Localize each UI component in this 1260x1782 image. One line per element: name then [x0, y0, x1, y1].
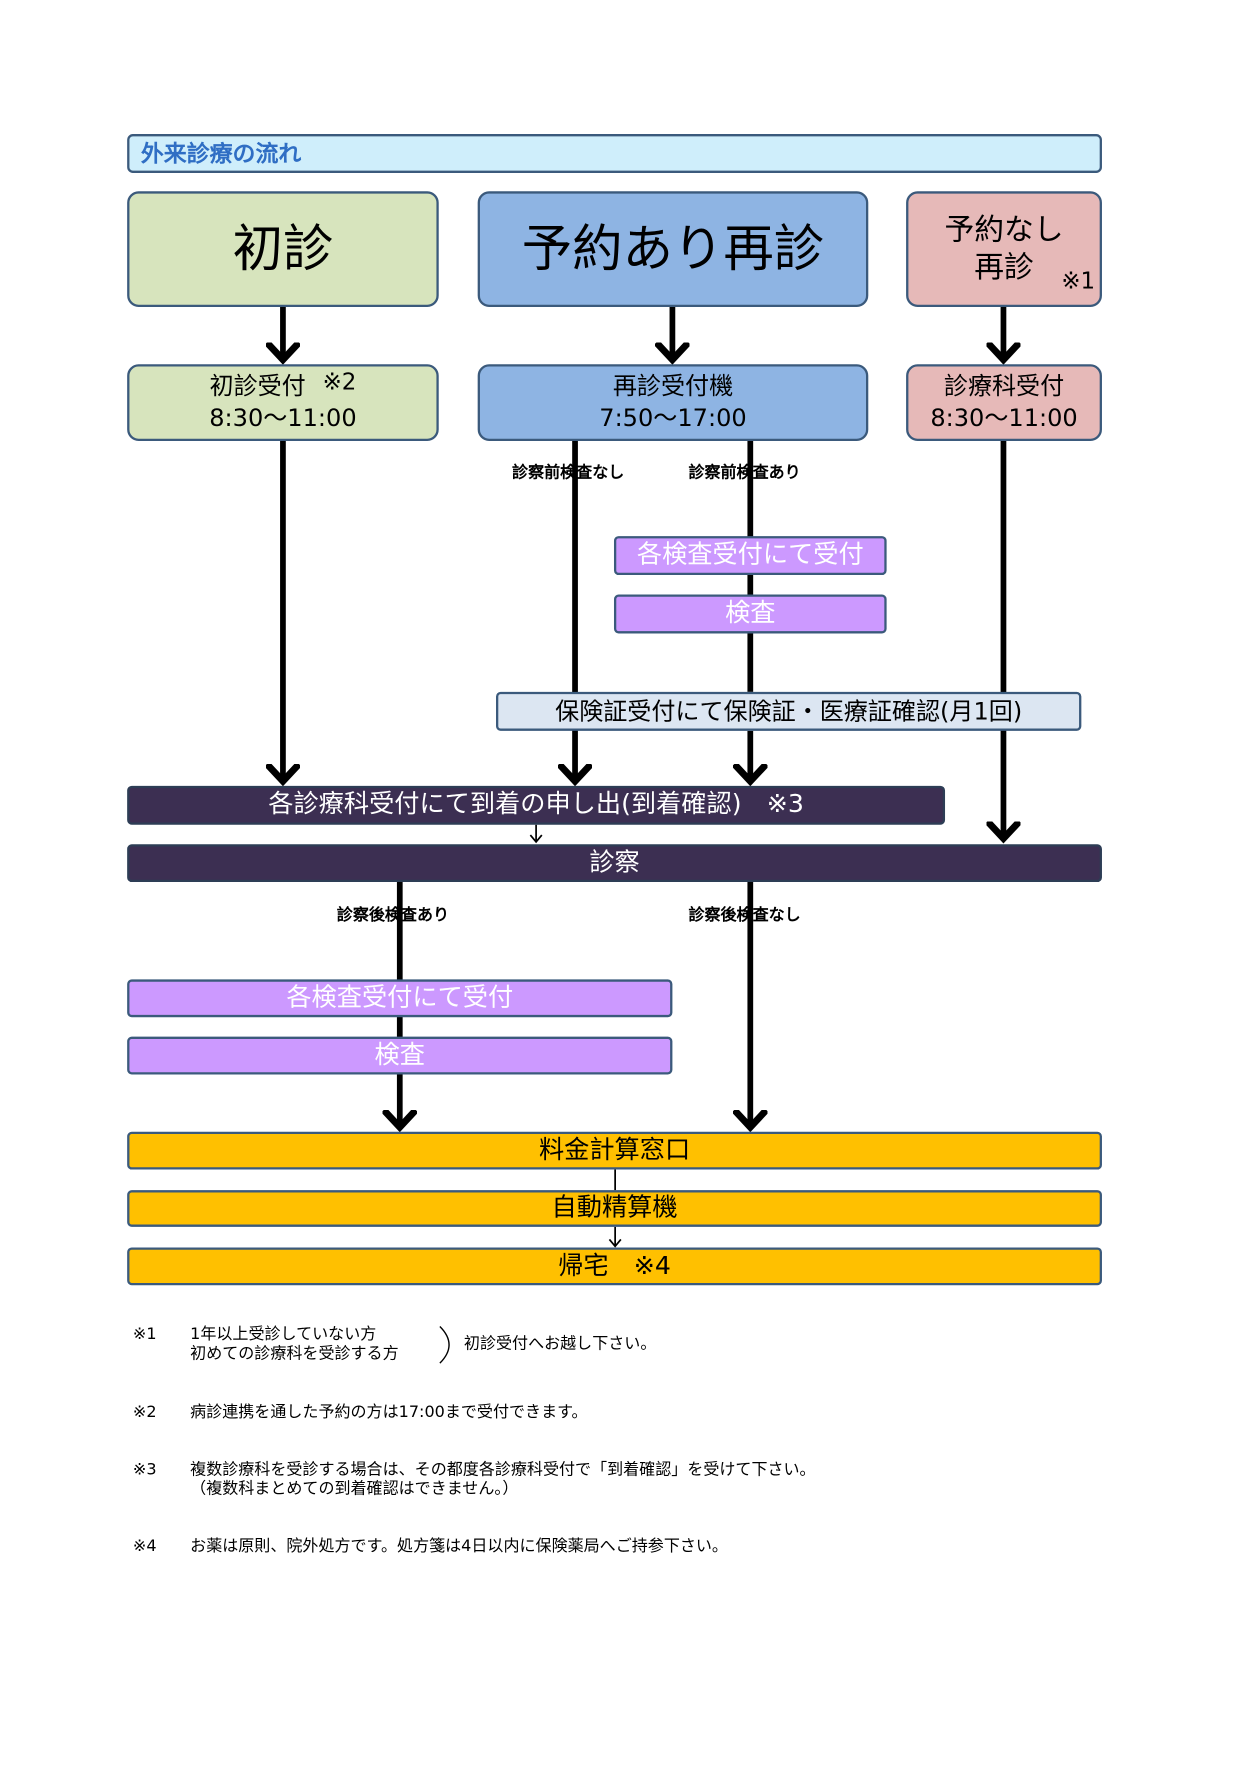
note-1-marker: ※1: [1061, 266, 1096, 295]
department-reception-label: 診療科受付: [943, 372, 1065, 401]
footnote-3-text: 複数診療科を受診する場合は、その都度各診療科受付で「到着確認」を受けて下さい。 …: [190, 1461, 815, 1499]
return-reception-machine-label: 再診受付機: [612, 372, 734, 401]
page-title: 外来診療の流れ: [127, 134, 1102, 173]
footnote-1-mark: ※1: [132, 1325, 157, 1344]
return-reception-machine-hours: 7:50〜17:00: [599, 403, 747, 432]
pre-test-reception-box: 各検査受付にて受付: [613, 536, 887, 576]
footnote-4-mark: ※4: [132, 1537, 157, 1556]
first-visit-reception-label-row: 初診受付 ※2: [209, 367, 357, 402]
footnote-3-line-1: 複数診療科を受診する場合は、その都度各診療科受付で「到着確認」を受けて下さい。: [190, 1460, 816, 1479]
footnote-3-mark: ※3: [132, 1460, 157, 1479]
department-reception-hours: 8:30〜11:00: [930, 403, 1078, 432]
footnote-1-brace: [439, 1326, 450, 1364]
return-unreserved-line1: 予約なし: [944, 213, 1064, 248]
return-reserved-box: 予約あり再診: [477, 191, 869, 307]
label-post-exam-test: 診察後検査あり: [336, 906, 450, 925]
footnote-3-line-2: （複数科まとめての到着確認はできません。）: [190, 1479, 519, 1499]
footnote-1-suffix: 初診受付へお越し下さい。: [463, 1334, 657, 1353]
footnote-4-text: お薬は原則、院外処方です。処方箋は4日以内に保険薬局へご持参下さい。: [190, 1537, 728, 1556]
post-test-box: 検査: [127, 1036, 673, 1075]
footnote-2-text: 病診連携を通した予約の方は17:00まで受付できます。: [190, 1403, 588, 1422]
billing-window-box: 料金計算窓口: [127, 1131, 1102, 1170]
go-home-box: 帰宅 ※4: [127, 1247, 1102, 1286]
first-visit-reception-hours: 8:30〜11:00: [209, 403, 357, 432]
post-test-reception-box: 各検査受付にて受付: [127, 979, 673, 1018]
insurance-check-box: 保険証受付にて保険証・医療証確認(月1回): [496, 691, 1082, 731]
consultation-box: 診察: [127, 844, 1102, 883]
auto-payment-box: 自動精算機: [127, 1190, 1102, 1227]
pre-test-box: 検査: [613, 594, 887, 634]
department-reception-box: 診療科受付 8:30〜11:00: [906, 364, 1102, 442]
return-reception-machine-box: 再診受付機 7:50〜17:00: [477, 364, 869, 442]
footnote-2-mark: ※2: [132, 1403, 157, 1422]
note-2-marker: ※2: [322, 367, 357, 396]
footnote-1-text: 1年以上受診していない方 初めての診療科を受診する方: [190, 1325, 398, 1363]
return-unreserved-box: 予約なし 再診 ※1: [906, 191, 1102, 307]
arrival-confirmation-box: 各診療科受付にて到着の申し出(到着確認) ※3: [127, 785, 946, 825]
first-visit-box: 初診: [127, 191, 439, 307]
label-pre-exam-test: 診察前検査あり: [688, 463, 801, 483]
footnote-1-line-1: 1年以上受診していない方: [190, 1325, 377, 1344]
first-visit-reception-box: 初診受付 ※2 8:30〜11:00: [127, 364, 439, 442]
first-visit-reception-label: 初診受付: [209, 372, 306, 401]
label-no-pre-exam-test: 診察前検査なし: [512, 463, 625, 483]
label-no-post-exam-test: 診察後検査なし: [688, 906, 801, 925]
return-unreserved-line2: 再診: [974, 250, 1034, 285]
footnote-1-line-2: 初めての診療科を受診する方: [190, 1344, 399, 1363]
